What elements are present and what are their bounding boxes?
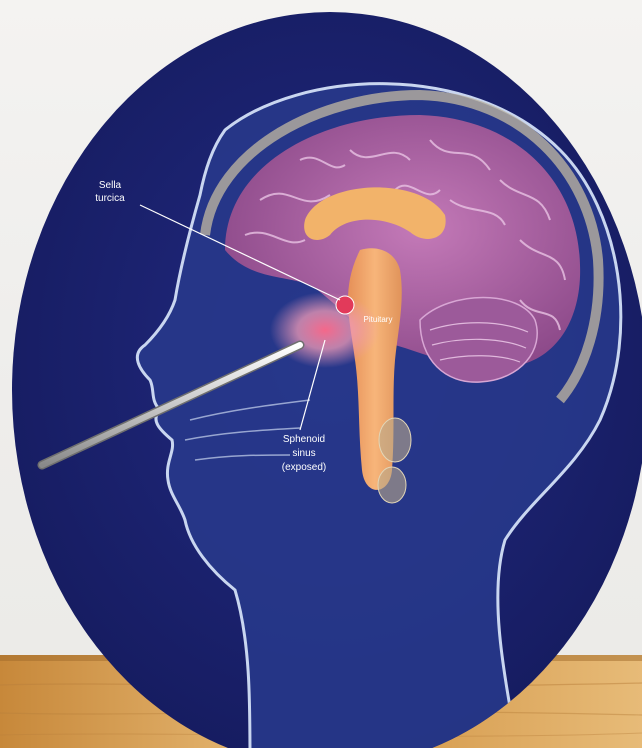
sphenoid-label-line1: Sphenoid — [283, 434, 325, 445]
sphenoid-label-line3: (exposed) — [282, 462, 326, 473]
sella-label-line2: turcica — [95, 193, 125, 204]
sphenoid-label-line2: sinus — [292, 448, 315, 459]
pituitary-gland — [336, 296, 354, 314]
sinus-glow — [270, 292, 380, 368]
sella-label-line1: Sella — [99, 180, 122, 191]
pituitary-label: Pituitary — [364, 315, 393, 324]
